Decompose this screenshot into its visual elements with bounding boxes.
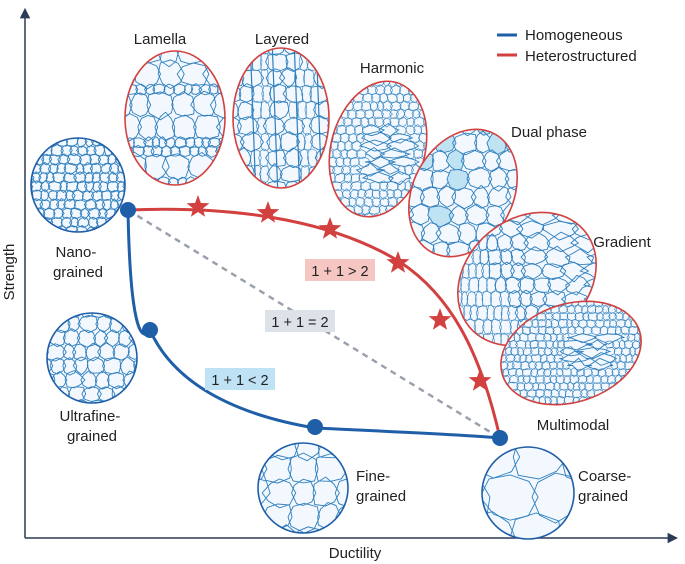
relation-less: 1 + 1 < 2	[205, 368, 275, 390]
legend: Homogeneous Heterostructured	[497, 27, 637, 65]
homogeneous-point-fine	[307, 419, 323, 435]
relation-less-text: 1 + 1 < 2	[211, 373, 268, 389]
legend-label-heterostructured: Heterostructured	[525, 48, 637, 65]
relation-equal: 1 + 1 = 2	[265, 310, 335, 332]
star-marker-2	[318, 217, 342, 239]
star-marker-5	[468, 369, 492, 391]
label-fine-grained-line1: Fine-	[356, 468, 390, 485]
label-ultrafine-grained-line2: grained	[67, 428, 117, 445]
relation-less-box	[205, 368, 275, 390]
relation-equal-text: 1 + 1 = 2	[271, 315, 328, 331]
label-ultrafine-grained-line1: Ultrafine-	[59, 408, 120, 425]
label-layered: Layered	[255, 31, 309, 48]
y-axis-label: Strength	[1, 244, 18, 301]
label-nano-grained-line1: Nano-	[55, 244, 96, 261]
label-lamella: Lamella	[134, 31, 187, 48]
label-nano-grained: Nano- grained	[53, 244, 103, 281]
homogeneous-point-coarse	[492, 430, 508, 446]
micrograph-ultrafine-grained	[46, 312, 138, 404]
label-fine-grained: Fine- grained	[356, 468, 406, 505]
label-coarse-grained-line1: Coarse-	[578, 468, 631, 485]
label-fine-grained-line2: grained	[356, 488, 406, 505]
micrographs	[30, 47, 655, 540]
label-dual-phase: Dual phase	[511, 124, 587, 141]
star-marker-3	[386, 251, 410, 273]
label-ultrafine-grained: Ultrafine- grained	[59, 408, 124, 445]
homogeneous-point-nano	[120, 202, 136, 218]
homogeneous-curve	[126, 209, 501, 440]
star-marker-0	[186, 195, 210, 217]
label-harmonic: Harmonic	[360, 60, 425, 77]
rule-of-mixtures-line	[127, 208, 501, 440]
label-nano-grained-line2: grained	[53, 264, 103, 281]
label-gradient: Gradient	[593, 234, 651, 251]
star-marker-1	[256, 201, 280, 223]
x-axis-label: Ductility	[329, 545, 382, 562]
label-multimodal: Multimodal	[537, 417, 610, 434]
homogeneous-point-ultrafine	[142, 322, 158, 338]
heterostructured-stars	[186, 195, 492, 391]
relation-greater-box	[305, 259, 375, 281]
relation-greater: 1 + 1 > 2	[305, 259, 375, 281]
relation-greater-text: 1 + 1 > 2	[311, 264, 368, 280]
micrograph-nano-grained	[30, 137, 126, 233]
legend-label-homogeneous: Homogeneous	[525, 27, 623, 44]
label-coarse-grained-line2: grained	[578, 488, 628, 505]
relation-equal-box	[265, 310, 335, 332]
label-coarse-grained: Coarse- grained	[578, 468, 636, 505]
star-marker-4	[428, 308, 452, 330]
